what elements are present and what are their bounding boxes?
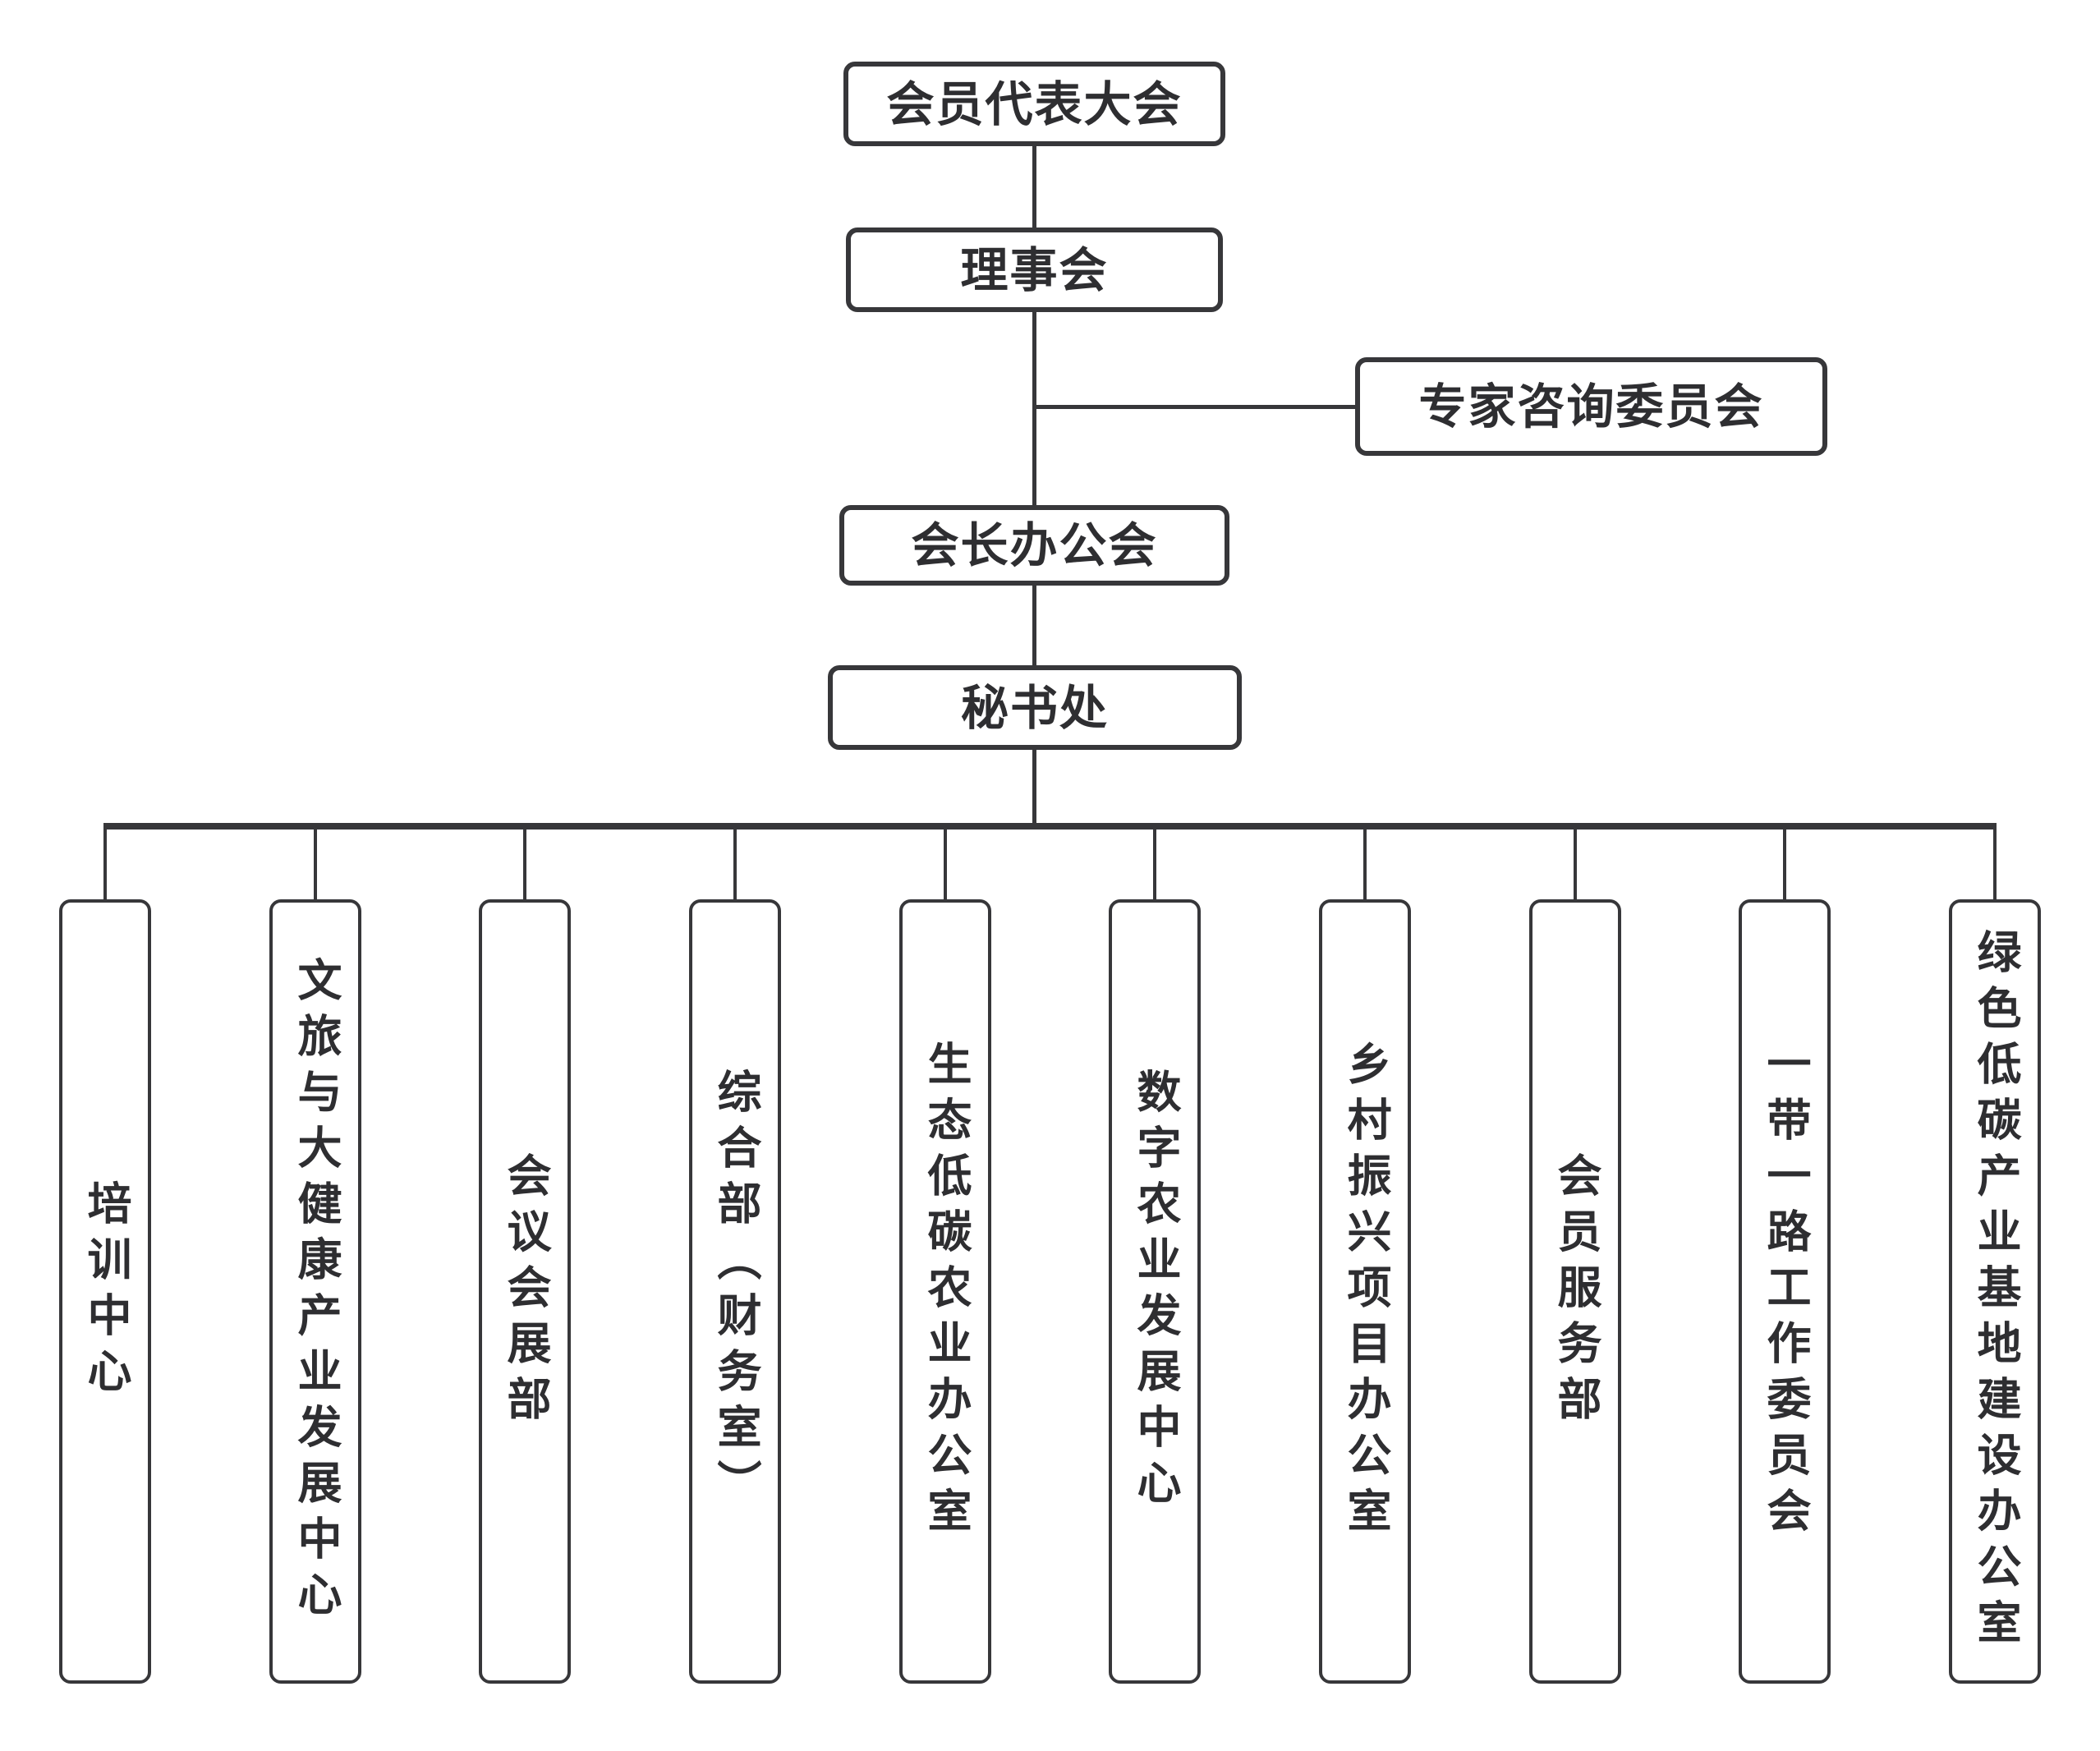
department-box-green-low-carbon-base: 绿色低碳产业基地建设办公室 xyxy=(1949,899,2041,1684)
node-secretariat: 秘书处 xyxy=(828,665,1242,750)
department-box-belt-and-road: 一带一路工作委员会 xyxy=(1739,899,1831,1684)
node-members-congress: 会员代表大会 xyxy=(843,62,1225,146)
drop-line-4 xyxy=(733,830,737,899)
node-secretariat-label: 秘书处 xyxy=(960,679,1109,736)
drop-line-7 xyxy=(1363,830,1367,899)
drop-line-2 xyxy=(314,830,317,899)
node-members-congress-label: 会员代表大会 xyxy=(886,76,1183,132)
department-label: 绿色低碳产业基地建设办公室 xyxy=(1969,928,2021,1655)
drop-line-1 xyxy=(103,830,107,899)
connector-secretariat-to-distribution xyxy=(1032,750,1036,823)
department-label: 培训中心 xyxy=(80,1179,131,1404)
department-label: 乡村振兴项目办公室 xyxy=(1339,1040,1391,1543)
node-expert-committee-label: 专家咨询委员会 xyxy=(1418,379,1764,434)
node-expert-committee: 专家咨询委员会 xyxy=(1355,357,1827,456)
department-label: 会员服务部 xyxy=(1550,1151,1601,1432)
distribution-line xyxy=(103,823,1997,830)
department-box-training-center: 培训中心 xyxy=(59,899,151,1684)
department-label: 生态低碳农业办公室 xyxy=(920,1040,972,1543)
department-label: 一带一路工作委员会 xyxy=(1759,1040,1811,1543)
connector-branch-to-expert-committee xyxy=(1034,405,1355,409)
drop-line-6 xyxy=(1153,830,1156,899)
department-label: 综合部（财务室） xyxy=(710,1068,761,1515)
department-box-member-services: 会员服务部 xyxy=(1529,899,1621,1684)
connector-members-to-council xyxy=(1032,146,1036,227)
department-box-eco-low-carbon-agriculture: 生态低碳农业办公室 xyxy=(899,899,991,1684)
drop-line-9 xyxy=(1783,830,1786,899)
drop-line-5 xyxy=(944,830,947,899)
department-label: 会议会展部 xyxy=(499,1151,551,1432)
department-box-rural-revitalization: 乡村振兴项目办公室 xyxy=(1319,899,1411,1684)
department-label: 文旅与大健康产业发展中心 xyxy=(290,956,342,1627)
department-label: 数字农业发展中心 xyxy=(1129,1068,1181,1515)
node-board-council-label: 理事会 xyxy=(960,241,1109,298)
department-box-culture-tourism-health: 文旅与大健康产业发展中心 xyxy=(269,899,361,1684)
department-box-conference-exhibition: 会议会展部 xyxy=(479,899,571,1684)
drop-line-3 xyxy=(523,830,526,899)
connector-president-to-secretariat xyxy=(1032,586,1036,665)
drop-line-10 xyxy=(1993,830,1997,899)
department-box-general-finance: 综合部（财务室） xyxy=(689,899,781,1684)
department-box-digital-agriculture: 数字农业发展中心 xyxy=(1109,899,1201,1684)
node-president-office: 会长办公会 xyxy=(839,505,1229,586)
node-president-office-label: 会长办公会 xyxy=(911,517,1158,573)
node-board-council: 理事会 xyxy=(846,227,1223,312)
drop-line-8 xyxy=(1574,830,1577,899)
